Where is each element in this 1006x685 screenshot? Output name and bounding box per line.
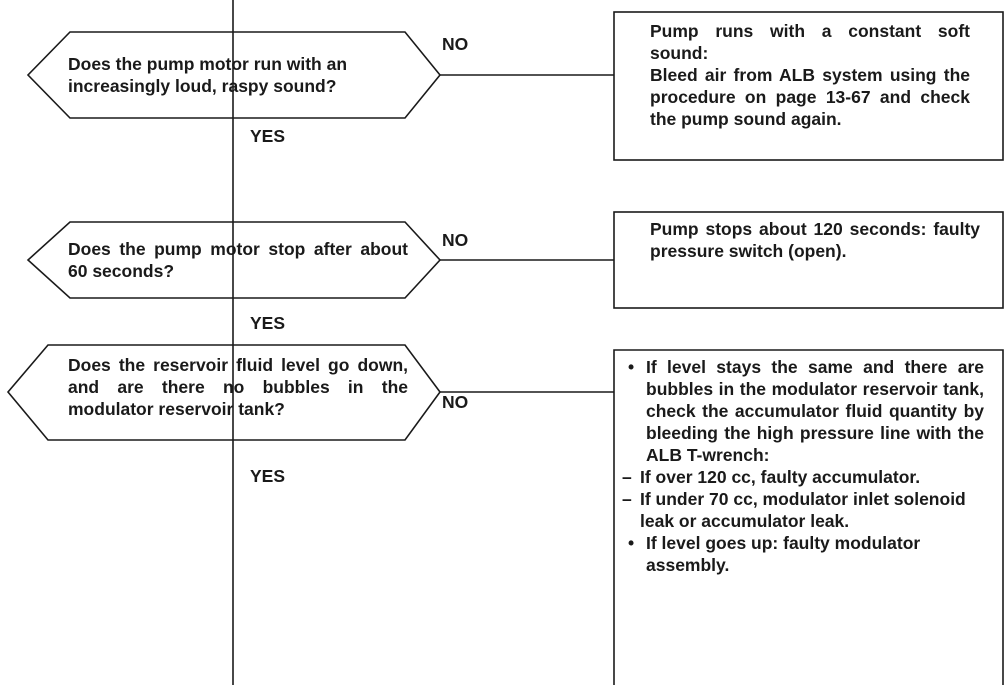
decision-2-no-label: NO: [442, 230, 469, 250]
result-1-box: [613, 11, 1004, 161]
result-3-dash-1: If over 120 cc, faulty accumulator.: [622, 466, 984, 488]
decision-2-yes-label: YES: [250, 313, 286, 333]
result-3-bullet-2: If level goes up: faulty modulator assem…: [622, 532, 984, 576]
result-3-box: [613, 349, 1004, 685]
decision-1-shape: [26, 31, 442, 119]
result-1-line-2: Bleed air from ALB system using the proc…: [650, 65, 970, 129]
result-2-box: [613, 211, 1004, 309]
decision-3-no-label: NO: [442, 392, 469, 412]
decision-2-shape: [26, 221, 442, 299]
result-2-text: Pump stops about 120 seconds: faulty pre…: [650, 219, 980, 261]
result-1-line-1: Pump runs with a constant soft sound:: [650, 21, 970, 63]
decision-3-shape: [6, 344, 441, 441]
result-3-text: If level stays the same and there are bu…: [622, 356, 984, 576]
decision-3-yes-label: YES: [250, 466, 286, 486]
decision-3-question: Does the reservoir fluid level go down, …: [68, 355, 408, 419]
decision-1-yes-label: YES: [250, 126, 286, 146]
result-3-bullet-1: If level stays the same and there are bu…: [622, 356, 984, 466]
decision-2-question: Does the pump motor stop after about 60 …: [68, 239, 408, 281]
result-3-dash-2: If under 70 cc, modulator inlet solenoid…: [622, 488, 984, 532]
result-1-text: Pump runs with a constant soft sound: Bl…: [650, 20, 970, 130]
decision-1-no-label: NO: [442, 34, 469, 54]
decision-1-question: Does the pump motor run with an increasi…: [68, 54, 348, 96]
